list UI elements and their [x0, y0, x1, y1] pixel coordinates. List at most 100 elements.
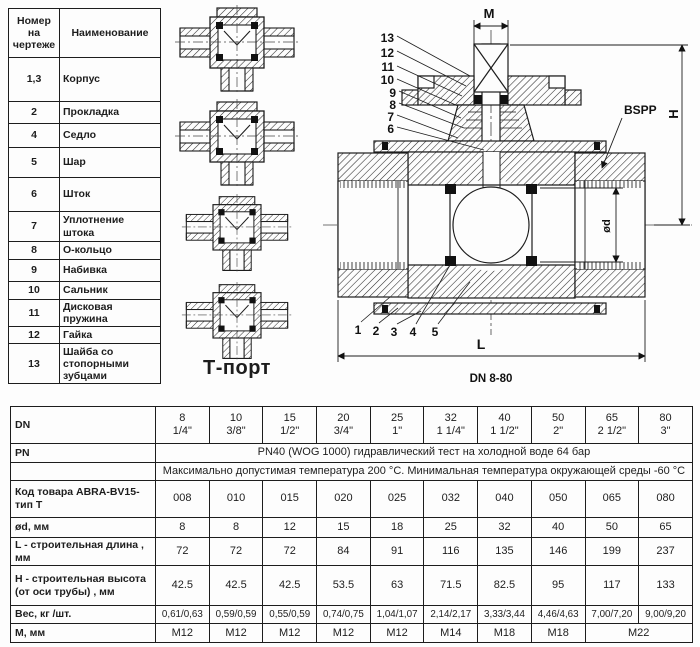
parts-header-name: Наименование	[59, 8, 161, 58]
part-number: 12	[8, 326, 60, 345]
part-name: Набивка	[59, 259, 161, 282]
dn-mm-value: 20	[337, 411, 350, 424]
spec-row-temperature: Максимально допустимая температура 200 °…	[10, 462, 693, 481]
spec-row-code-value: 065	[584, 480, 640, 518]
t-port-diagram-3	[181, 193, 293, 274]
t-port-diagram-2	[174, 98, 300, 189]
thread-label-bspp: BSPP	[624, 103, 657, 117]
spec-label-m: М, мм	[10, 623, 156, 644]
dn-inch-value: 3/4"	[333, 425, 353, 437]
spec-row-code-label: Код товара ABRA-BV15-тип Т	[10, 480, 156, 518]
part-number: 2	[8, 101, 60, 124]
spec-row-height-value: 82.5	[477, 565, 532, 607]
callout-6: 6	[387, 122, 394, 136]
spec-row-height-value: 117	[584, 565, 640, 607]
dn-inch-value: 1 1/4"	[436, 425, 465, 437]
dn-mm-value: 15	[283, 411, 296, 424]
spec-row-weight-value: 4,46/4,63	[530, 605, 586, 625]
callout-5: 5	[432, 325, 439, 339]
spec-row-length-value: 91	[369, 536, 425, 567]
part-number: 5	[8, 147, 60, 178]
part-name: Шайба со стопорными зубцами	[59, 343, 161, 385]
dn-mm-value: 80	[659, 411, 672, 424]
spec-row-height-value: 95	[530, 565, 586, 607]
part-number: 13	[8, 343, 60, 385]
spec-row-bore-value: 40	[530, 517, 586, 538]
spec-row-code-value: 008	[155, 480, 210, 518]
spec-row-height-label: H - строительная высота (от оси трубы) ,…	[10, 565, 156, 607]
callout-2: 2	[373, 324, 380, 338]
dn-mm-value: 65	[605, 411, 618, 424]
thread-size-value: M12	[369, 623, 425, 644]
spec-row-length-value: 146	[530, 536, 586, 567]
spec-row-code-value: 040	[477, 480, 532, 518]
spec-row-bore-value: 32	[477, 517, 532, 538]
dn-mm-value: 50	[552, 411, 565, 424]
spec-row-bore-value: 8	[155, 517, 210, 538]
dn-inch-value: 1 1/2"	[490, 425, 519, 437]
spec-row-weight-value: 1,04/1,07	[369, 605, 425, 625]
callout-11: 11	[381, 60, 394, 74]
dn-inch-value: 3"	[660, 425, 671, 437]
spec-row-weight-value: 0,74/0,75	[316, 605, 371, 625]
t-port-diagrams	[172, 4, 302, 363]
part-number: 6	[8, 177, 60, 212]
dn-inch-value: 2"	[553, 425, 564, 437]
part-name: Гайка	[59, 326, 161, 345]
spec-row-length-value: 84	[316, 536, 371, 567]
thread-size-value: M18	[477, 623, 532, 644]
dn-mm-value: 25	[390, 411, 404, 424]
part-number: 8	[8, 241, 60, 260]
part-number: 4	[8, 123, 60, 148]
spec-row-length-value: 135	[477, 536, 532, 567]
dn-mm-value: 32	[444, 411, 457, 424]
spec-label-empty	[10, 462, 156, 481]
parts-table-header-row: Номер на чертеже Наименование	[8, 8, 161, 58]
spec-row-bore-value: 65	[638, 517, 693, 538]
thread-size-value: M12	[262, 623, 318, 644]
spec-row-code-value: 080	[638, 480, 693, 518]
spec-row-weight-value: 0,59/0,59	[208, 605, 264, 625]
spec-row-bore-value: 12	[262, 517, 318, 538]
spec-row-bore-value: 15	[316, 517, 371, 538]
spec-row-height-value: 133	[638, 565, 693, 607]
dn-range-label: DN 8-80	[470, 373, 513, 385]
part-number: 10	[8, 281, 60, 300]
spec-row-code-value: 015	[262, 480, 318, 518]
part-name: Прокладка	[59, 101, 161, 124]
spec-row-length-value: 72	[155, 536, 210, 567]
spec-row-height-value: 42.5	[155, 565, 210, 607]
dn-inch-value: 1"	[392, 425, 403, 437]
spec-row-bore-value: 25	[423, 517, 479, 538]
spec-row-weight-value: 3,33/3,44	[477, 605, 532, 625]
dim-label-l: L	[477, 336, 486, 352]
spec-row-bore-value: 50	[584, 517, 640, 538]
dn-mm-value: 10	[229, 411, 243, 424]
part-number: 7	[8, 211, 60, 242]
t-port-diagram-4	[181, 281, 293, 362]
spec-row-height-value: 63	[369, 565, 425, 607]
dn-inch-value: 2 1/2"	[597, 425, 627, 437]
part-name: Шар	[59, 147, 161, 178]
callout-9: 9	[389, 86, 396, 100]
callout-7: 7	[387, 110, 394, 124]
spec-row-weight-value: 0,55/0,59	[262, 605, 318, 625]
